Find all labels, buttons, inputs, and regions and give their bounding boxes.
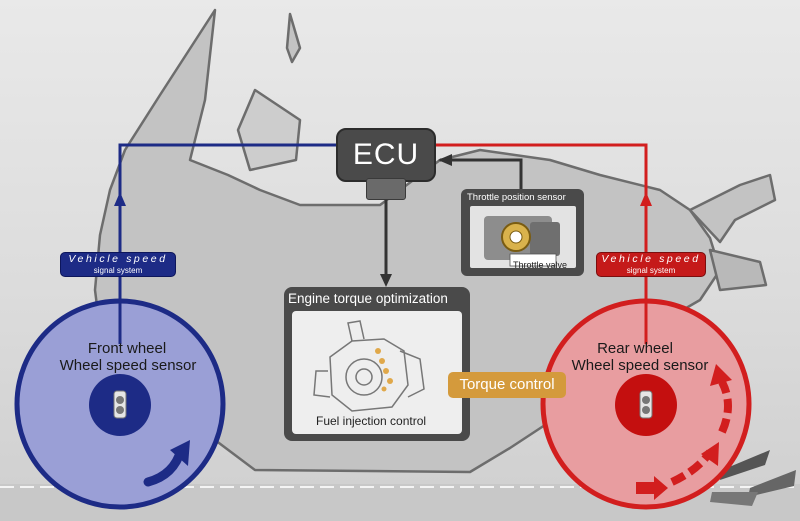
front-signal-label: Vehicle speed signal system	[60, 252, 176, 277]
ecu-connector-icon	[366, 178, 406, 200]
rear-wheel-sensor-label: Wheel speed sensor	[571, 357, 709, 374]
front-signal-title: Vehicle speed	[68, 253, 168, 265]
ecu-to-engine-line	[380, 200, 392, 287]
front-signal-subtitle: signal system	[93, 266, 143, 275]
throttle-valve-label: Throttle valve	[513, 260, 568, 270]
throttle-body-icon	[484, 216, 560, 267]
rear-signal-title: Vehicle speed	[601, 253, 701, 265]
rear-speed-sensor-icon	[639, 390, 653, 419]
front-wheel-label: Front wheel	[87, 340, 167, 357]
rear-rotation-arrows	[636, 364, 732, 500]
ecu-box: ECU	[336, 128, 436, 182]
front-speed-sensor-icon	[113, 390, 127, 419]
rear-signal-line	[436, 143, 652, 344]
rear-wheel-label: Rear wheel	[597, 340, 673, 357]
rear-motion-streaks	[710, 450, 796, 506]
torque-control-label: Torque control	[448, 372, 566, 398]
throttle-sensor-title: Throttle position sensor	[467, 192, 566, 203]
throttle-body-image	[470, 206, 576, 268]
fuel-injection-label: Fuel injection control	[316, 414, 427, 428]
front-wheel-sensor-label: Wheel speed sensor	[59, 357, 197, 374]
ecu-label: ECU	[352, 138, 420, 171]
throttle-to-ecu-line	[438, 154, 523, 189]
front-signal-line	[114, 143, 336, 344]
engine-torque-title: Engine torque optimization	[288, 291, 448, 306]
rear-signal-label: Vehicle speed signal system	[596, 252, 706, 277]
rear-signal-subtitle: signal system	[626, 266, 676, 275]
engine-image	[292, 311, 462, 434]
front-rotation-arrow	[143, 440, 190, 487]
engine-cutaway-icon	[313, 320, 425, 412]
